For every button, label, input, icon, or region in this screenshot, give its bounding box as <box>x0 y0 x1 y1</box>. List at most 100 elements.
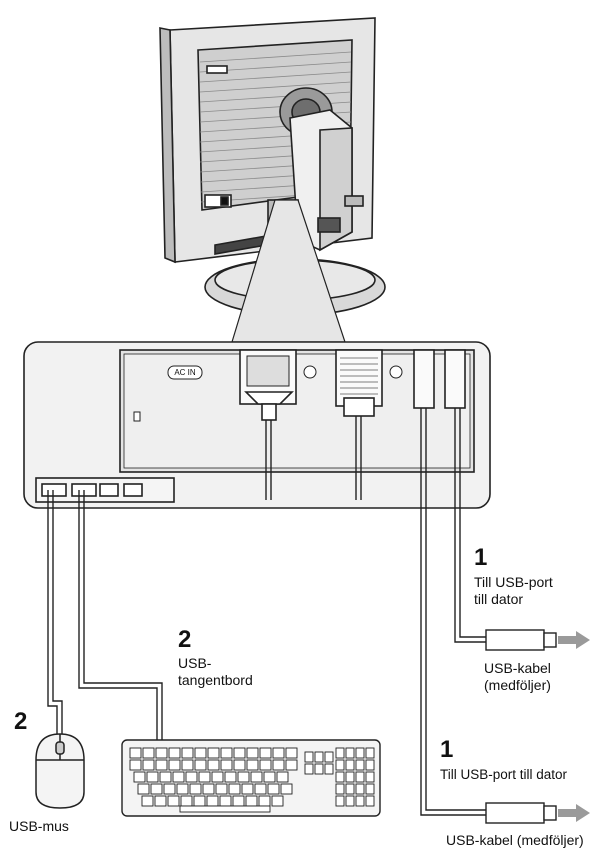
keyboard-key <box>365 783 375 795</box>
keyboard-key <box>142 747 155 759</box>
monitor-rear-view <box>159 17 386 316</box>
keyboard-key <box>324 751 334 763</box>
keyboard-key <box>345 747 355 759</box>
keyboard-key <box>263 771 276 783</box>
keyboard-key <box>142 759 155 771</box>
arrow-icon <box>558 804 590 822</box>
keyboard-key <box>224 771 237 783</box>
callout-usb-cable-top-line1: USB-kabel <box>484 660 551 676</box>
keyboard-key <box>355 783 365 795</box>
keyboard-key <box>181 747 194 759</box>
keyboard-key <box>233 759 246 771</box>
cables <box>47 408 492 816</box>
keyboard-key <box>150 783 163 795</box>
keyboard-key <box>176 783 189 795</box>
mouse-illustration <box>35 733 85 809</box>
vga-connector <box>335 349 403 417</box>
keyboard-key <box>324 763 334 775</box>
keyboard-key <box>267 783 280 795</box>
keyboard-key <box>245 795 258 807</box>
callout-number-keyboard: 2 <box>178 626 192 653</box>
keyboard-key <box>155 759 168 771</box>
callout-usb-cable-bottom: USB-kabel (medföljer) <box>446 832 584 848</box>
keyboard-key <box>167 795 180 807</box>
keyboard-key <box>335 759 345 771</box>
keyboard-key <box>335 783 345 795</box>
keyboard-key <box>314 751 324 763</box>
keyboard-key <box>193 795 206 807</box>
keyboard-key <box>237 771 250 783</box>
keyboard-key <box>194 747 207 759</box>
keyboard-key <box>345 795 355 807</box>
keyboard-key <box>259 747 272 759</box>
keyboard-key <box>220 759 233 771</box>
keyboard-key <box>250 771 263 783</box>
keyboard-key <box>345 783 355 795</box>
connector-panel <box>23 341 491 509</box>
usb-plug-top <box>485 629 590 651</box>
keyboard-key <box>232 795 245 807</box>
keyboard-key <box>272 747 285 759</box>
callout-number-mouse: 2 <box>14 708 28 735</box>
keyboard-key <box>246 747 259 759</box>
keyboard-key <box>285 747 298 759</box>
keyboard-key <box>365 771 375 783</box>
usb-upstream-port-1 <box>413 349 435 409</box>
keyboard-key <box>335 747 345 759</box>
keyboard-key <box>241 783 254 795</box>
keyboard-key <box>335 795 345 807</box>
keyboard-key <box>155 747 168 759</box>
keyboard-key <box>163 783 176 795</box>
callout-number-usb-port-bottom: 1 <box>440 736 454 763</box>
keyboard-key <box>355 747 365 759</box>
keyboard-key <box>254 783 267 795</box>
keyboard-key <box>272 759 285 771</box>
keyboard-key <box>246 759 259 771</box>
keyboard-key <box>335 771 345 783</box>
usb-upstream-port-2 <box>444 349 466 409</box>
keyboard-illustration <box>121 739 381 817</box>
keyboard-key <box>202 783 215 795</box>
callout-keyboard-line2: tangentbord <box>178 672 253 688</box>
keyboard-key <box>345 771 355 783</box>
keyboard-key <box>129 759 142 771</box>
keyboard-key <box>365 747 375 759</box>
keyboard-key <box>259 759 272 771</box>
keyboard-key <box>276 771 289 783</box>
keyboard-key <box>211 771 224 783</box>
keyboard-key <box>304 763 314 775</box>
keyboard-key <box>314 763 324 775</box>
keyboard-key <box>258 795 271 807</box>
dvi-connector <box>239 349 317 421</box>
keyboard-key <box>198 771 211 783</box>
keyboard-key <box>180 795 193 807</box>
callout-usb-port-top-line2: till dator <box>474 591 524 607</box>
keyboard-key <box>219 795 232 807</box>
keyboard-key <box>220 747 233 759</box>
keyboard-key <box>185 771 198 783</box>
keyboard-key <box>280 783 293 795</box>
keyboard-key <box>168 747 181 759</box>
callout-usb-port-bottom: Till USB-port till dator <box>440 767 568 782</box>
ac-in-badge <box>167 365 203 380</box>
usb-plug-bottom <box>485 802 590 824</box>
keyboard-key <box>189 783 202 795</box>
keyboard-key <box>159 771 172 783</box>
keyboard-key <box>133 771 146 783</box>
keyboard-key <box>168 759 181 771</box>
keyboard-key <box>365 795 375 807</box>
keyboard-key <box>129 747 142 759</box>
keyboard-key <box>206 795 219 807</box>
arrow-icon <box>558 631 590 649</box>
keyboard-key <box>179 805 271 813</box>
keyboard-key <box>215 783 228 795</box>
keyboard-key <box>271 795 284 807</box>
keyboard-key <box>345 759 355 771</box>
callout-mouse: USB-mus <box>9 818 69 834</box>
keyboard-key <box>355 771 365 783</box>
keyboard-key <box>285 759 298 771</box>
keyboard-key <box>194 759 207 771</box>
keyboard-key <box>304 751 314 763</box>
callout-keyboard-line1: USB- <box>178 655 212 671</box>
